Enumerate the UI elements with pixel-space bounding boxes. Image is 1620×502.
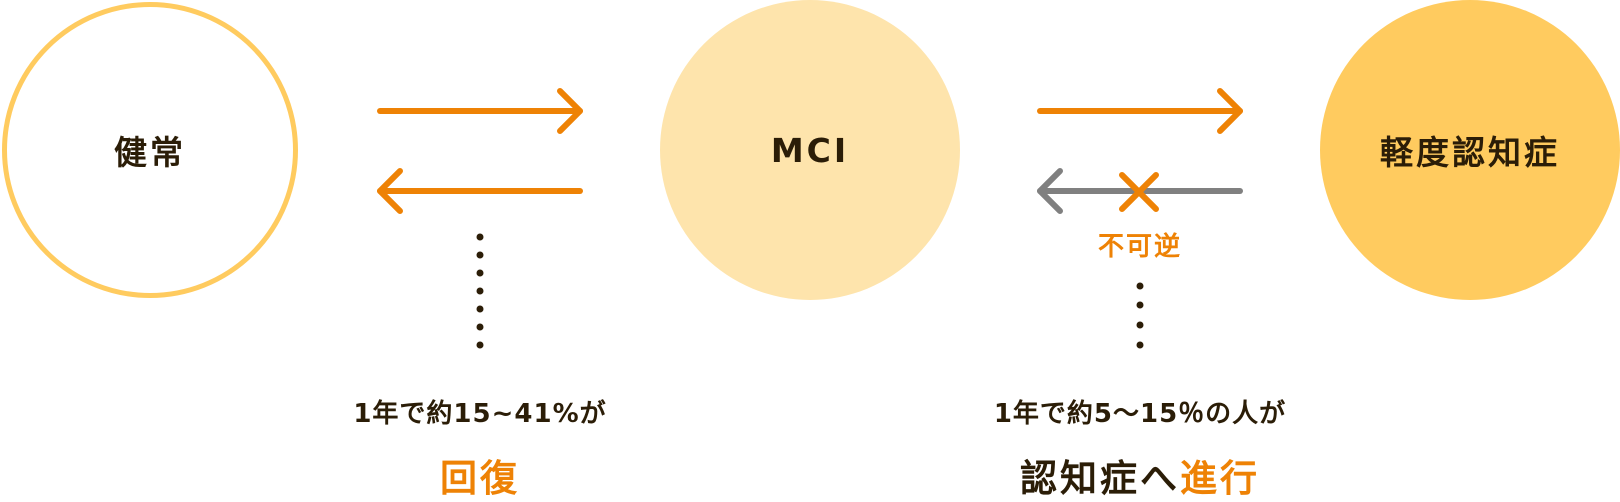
stage-mci-label: MCI: [770, 130, 850, 170]
cross-icon: [1119, 172, 1159, 212]
progression-label-accent: 進行: [1180, 457, 1260, 500]
stage-mci-circle: MCI: [660, 0, 960, 300]
stage-healthy-label: 健常: [114, 133, 186, 172]
progression-label-dark: 認知症へ: [1020, 457, 1180, 500]
progression-rate-text: 1年で約5～15％の人が: [993, 399, 1287, 429]
recovery-caption: 1年で約15~41%が 回復: [300, 393, 660, 502]
dotted-connector-left: [476, 233, 484, 349]
arrow-right-icon: [377, 88, 583, 134]
progression-caption: 1年で約5～15％の人が 認知症へ進行: [950, 393, 1330, 502]
stage-healthy-circle: 健常: [2, 2, 298, 298]
stage-mild-dementia-circle: 軽度認知症: [1320, 0, 1620, 300]
recovery-rate-text: 1年で約15~41%が: [353, 399, 607, 429]
recovery-label: 回復: [440, 457, 520, 500]
arrow-right-icon: [1037, 88, 1243, 134]
stage-mild-dementia-label: 軽度認知症: [1380, 133, 1560, 172]
irreversible-label: 不可逆: [1097, 232, 1182, 262]
arrow-left-icon: [377, 168, 583, 214]
dotted-connector-right: [1136, 282, 1144, 349]
